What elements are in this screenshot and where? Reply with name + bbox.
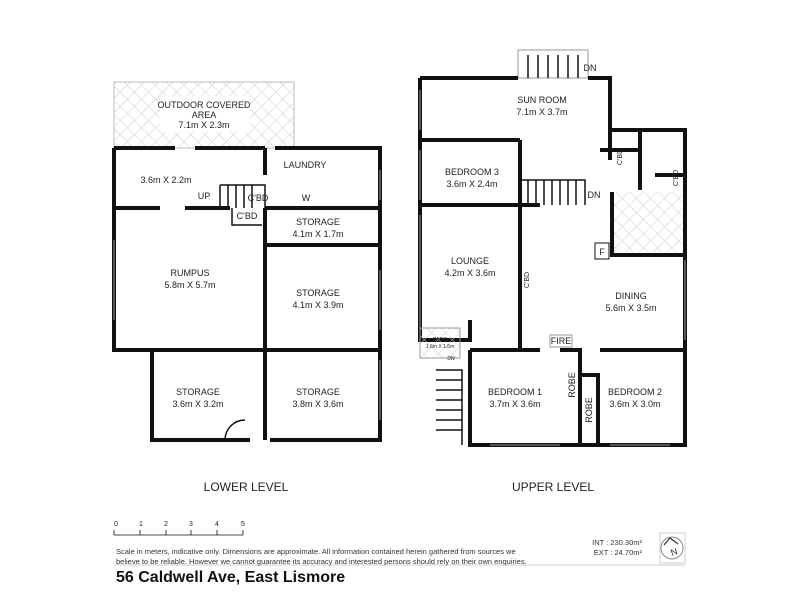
area-summary: INT : 230.30m² EXT : 24.70m² <box>590 538 642 558</box>
cupboard-mark: C'BD <box>248 193 269 203</box>
room-size: 3.6m X 2.4m <box>446 179 497 189</box>
room-size: 3.6m X 3.0m <box>609 399 660 409</box>
compass-icon: N <box>659 532 686 564</box>
upper-level-label: UPPER LEVEL <box>512 480 594 494</box>
fridge-mark: F <box>599 247 605 257</box>
room-size: 4.1m X 3.9m <box>292 300 343 310</box>
down-mark: DN <box>447 356 455 362</box>
room-size: 5.8m X 5.7m <box>164 280 215 290</box>
disclaimer-line-2: believe to be reliable. However we canno… <box>116 557 527 566</box>
cupboard-mark: C'BD <box>524 272 531 288</box>
down-mark: DN <box>584 63 597 73</box>
room-size: 3.7m X 3.6m <box>489 399 540 409</box>
room-size: 3.6m X 2.2m <box>140 175 191 185</box>
room-name: STORAGE <box>296 288 340 298</box>
washer-mark: W <box>302 193 311 203</box>
room-size: 4.1m X 1.7m <box>292 229 343 239</box>
room-size: 1.6m X 1.6m <box>426 344 454 350</box>
down-mark: DN <box>588 190 601 200</box>
room-name: STORAGE <box>296 387 340 397</box>
room-name: PATIO <box>433 337 447 343</box>
robe-mark: ROBE <box>567 372 577 398</box>
room-name: BEDROOM 2 <box>608 387 662 397</box>
property-address: 56 Caldwell Ave, East Lismore <box>116 569 346 586</box>
lower-level-plan: OUTDOOR COVERED AREA 7.1m X 2.3m 3.6m X … <box>112 81 382 442</box>
room-name: STORAGE <box>296 217 340 227</box>
room-name: SUN ROOM <box>517 95 567 105</box>
cupboard-mark: C'BD <box>617 149 624 165</box>
lower-level-label: LOWER LEVEL <box>204 480 289 494</box>
cupboard-mark: C'BD <box>237 211 258 221</box>
upper-level-plan: DN SUN ROOM 7.1m X 3.7m BEDROOM 3 3.6m X… <box>418 49 687 447</box>
robe-mark: ROBE <box>584 397 594 423</box>
room-size: 3.8m X 3.6m <box>292 399 343 409</box>
up-mark: UP <box>198 191 211 201</box>
room-name: BEDROOM 1 <box>488 387 542 397</box>
room-name: RUMPUS <box>170 268 209 278</box>
internal-area: INT : 230.30m² <box>592 538 642 547</box>
svg-text:N: N <box>669 546 679 558</box>
disclaimer-line-1: Scale in meters, indicative only. Dimens… <box>116 547 516 556</box>
scale-tick: 3 <box>189 521 193 528</box>
room-name: DINING <box>615 291 647 301</box>
room-name: LOUNGE <box>451 256 489 266</box>
room-size: 7.1m X 3.7m <box>516 107 567 117</box>
scale-tick: 1 <box>139 521 143 528</box>
scale-tick: 2 <box>164 521 168 528</box>
room-size: 7.1m X 2.3m <box>178 120 229 130</box>
room-name: STORAGE <box>176 387 220 397</box>
scale-tick: 4 <box>215 521 219 528</box>
room-name: OUTDOOR COVERED <box>157 100 251 110</box>
room-name: BEDROOM 3 <box>445 167 499 177</box>
room-name: LAUNDRY <box>284 160 327 170</box>
room-size: 4.2m X 3.6m <box>444 268 495 278</box>
scale-tick: 0 <box>114 521 118 528</box>
room-size: 5.6m X 3.5m <box>605 303 656 313</box>
cupboard-mark: C'BD <box>673 170 680 186</box>
external-area: EXT : 24.70m² <box>593 548 642 557</box>
fireplace-mark: FIRE <box>551 336 572 346</box>
scale-tick: 5 <box>241 521 245 528</box>
scale-bar: 0 1 2 3 4 5 <box>113 521 245 536</box>
room-name: AREA <box>192 110 217 120</box>
room-size: 3.6m X 3.2m <box>172 399 223 409</box>
